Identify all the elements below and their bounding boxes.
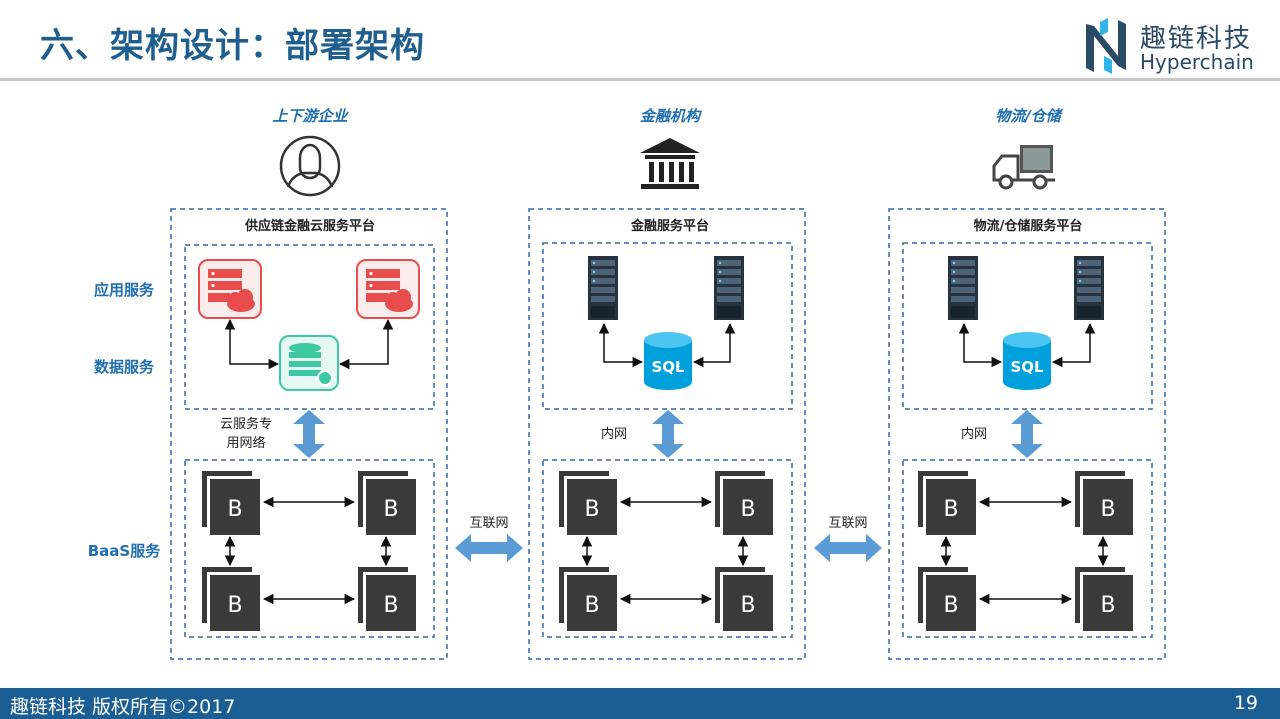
server-rack-icon [948, 256, 978, 320]
service-box-finance [542, 242, 793, 410]
database-icon [279, 335, 339, 391]
server-rack-icon [588, 256, 618, 320]
internet-link-arrow [455, 534, 523, 562]
column-heading-logistics: 物流/仓储 [995, 107, 1063, 125]
internet-link-arrow [814, 534, 882, 562]
logo-text-en: Hyperchain [1140, 50, 1254, 74]
connector-arrow [338, 318, 394, 370]
baas-box-finance [542, 459, 793, 638]
column-heading-finance: 金融机构 [640, 107, 702, 125]
page-title: 六、架构设计：部署架构 [40, 26, 425, 66]
deployment-architecture-diagram: 应用服务 数据服务 BaaS服务 上下游企业 金融机构 物流/仓储 供应链金融云… [88, 107, 1166, 660]
internet-label: 互联网 [469, 516, 508, 531]
node-label: B [740, 593, 755, 618]
network-label-finance: 内网 [601, 426, 627, 442]
node-label: B [943, 593, 958, 618]
platform-box-enterprise [170, 208, 448, 660]
baas-box-enterprise [184, 459, 435, 638]
title-divider [0, 78, 1280, 81]
platform-title-logistics: 物流/仓储服务平台 [974, 218, 1083, 234]
sql-label: SQL [1010, 358, 1044, 376]
company-logo: 趣链科技 Hyperchain [1080, 16, 1270, 76]
column-heading-enterprise: 上下游企业 [272, 107, 349, 125]
truck-icon [992, 145, 1055, 190]
vertical-link-arrow [293, 410, 325, 458]
network-label-logistics: 内网 [961, 426, 987, 442]
row-label-data: 数据服务 [94, 358, 155, 376]
connector-arrow [224, 318, 280, 370]
node-label: B [227, 497, 242, 522]
node-label: B [383, 497, 398, 522]
platform-box-finance [528, 208, 806, 660]
hyperchain-logo-icon [1086, 18, 1126, 74]
row-label-app: 应用服务 [94, 281, 155, 299]
connector-arrow [598, 322, 644, 368]
node-label: B [740, 497, 755, 522]
node-label: B [584, 497, 599, 522]
vertical-link-arrow [652, 410, 684, 458]
page-number: 19 [1233, 692, 1258, 714]
internet-label: 互联网 [828, 516, 867, 531]
node-label: B [584, 593, 599, 618]
connector-arrow [692, 322, 736, 368]
node-label: B [1100, 497, 1115, 522]
node-label: B [1100, 593, 1115, 618]
node-label: B [383, 593, 398, 618]
row-label-baas: BaaS服务 [88, 542, 161, 560]
footer-bar: 趣链科技 版权所有©2017 19 [0, 688, 1280, 719]
service-box-logistics [902, 242, 1153, 410]
vertical-link-arrow [1011, 410, 1043, 458]
connector-arrow [1051, 322, 1096, 368]
platform-box-logistics [888, 208, 1166, 660]
user-icon [279, 135, 341, 197]
server-rack-icon [714, 256, 744, 320]
logo-text-cn: 趣链科技 [1140, 24, 1253, 54]
connector-arrow [958, 322, 1003, 368]
baas-box-logistics [902, 459, 1153, 638]
platform-title-finance: 金融服务平台 [630, 218, 709, 234]
app-server-icon [198, 259, 262, 319]
network-label-enterprise-line2: 用网络 [226, 435, 265, 451]
network-label-enterprise-line1: 云服务专 [220, 416, 272, 432]
app-server-icon [356, 259, 420, 319]
sql-label: SQL [651, 358, 685, 376]
platform-title-enterprise: 供应链金融云服务平台 [244, 218, 375, 234]
bank-icon [640, 138, 700, 189]
node-label: B [943, 497, 958, 522]
footer-copyright: 趣链科技 版权所有©2017 [10, 696, 236, 718]
server-rack-icon [1074, 256, 1104, 320]
node-label: B [227, 593, 242, 618]
